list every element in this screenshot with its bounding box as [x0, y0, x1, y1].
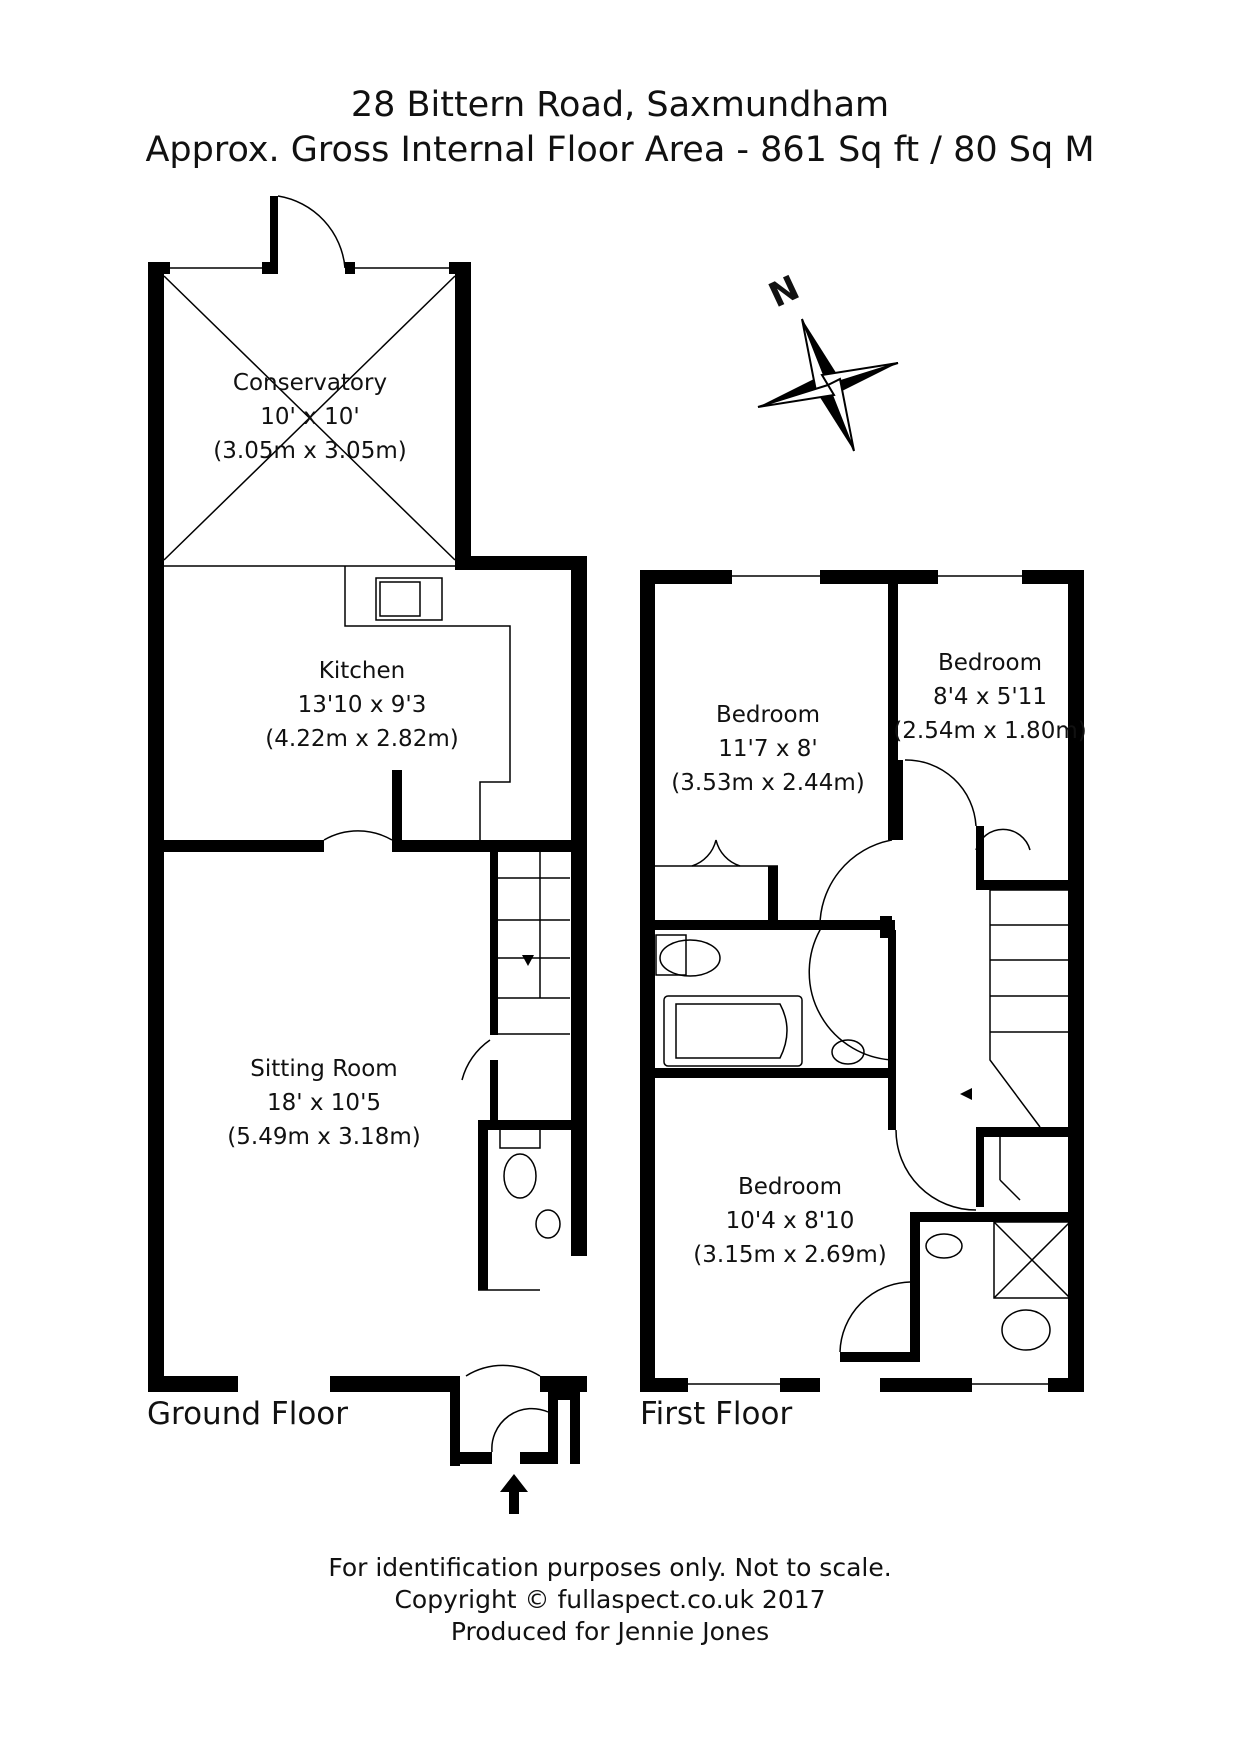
footer-copyright: Copyright © fullaspect.co.uk 2017: [394, 1585, 826, 1614]
ground-floor-label: Ground Floor: [147, 1396, 349, 1432]
room-name: Conservatory: [232, 370, 388, 396]
first-right-wall: [1068, 570, 1084, 1392]
footer-notes: For identification purposes only. Not to…: [0, 1552, 1220, 1648]
room-size-metric: (4.22m x 2.82m): [265, 726, 459, 752]
conservatory-right-wall: [455, 262, 471, 562]
first-floor-label: First Floor: [640, 1396, 793, 1432]
room-size-imperial: 11'7 x 8': [718, 736, 818, 762]
room-label-conservatory: Conservatory 10' x 10' (3.05m x 3.05m): [213, 366, 406, 468]
address-title: 28 Bittern Road, Saxmundham: [350, 85, 890, 125]
room-name: Sitting Room: [250, 1056, 398, 1082]
room-label-bedroom-3: Bedroom 10'4 x 8'10 (3.15m x 2.69m): [693, 1170, 886, 1272]
floor-area-subtitle: Approx. Gross Internal Floor Area - 861 …: [145, 130, 1095, 170]
room-label-kitchen: Kitchen 13'10 x 9'3 (4.22m x 2.82m): [265, 654, 458, 756]
room-name: Bedroom: [737, 1174, 843, 1200]
room-label-sitting-room: Sitting Room 18' x 10'5 (5.49m x 3.18m): [227, 1052, 420, 1154]
footer-disclaimer: For identification purposes only. Not to…: [328, 1553, 892, 1582]
first-left-wall: [640, 570, 655, 1392]
compass-rose-icon: [757, 318, 899, 452]
room-label-bedroom-1: Bedroom 11'7 x 8' (3.53m x 2.44m): [671, 698, 864, 800]
room-size-imperial: 13'10 x 9'3: [297, 692, 427, 718]
room-size-imperial: 10' x 10': [260, 404, 360, 430]
room-size-metric: (2.54m x 1.80m): [893, 718, 1087, 744]
room-label-bedroom-2: Bedroom 8'4 x 5'11 (2.54m x 1.80m): [893, 646, 1086, 748]
ground-left-wall: [148, 262, 164, 1392]
room-size-imperial: 10'4 x 8'10: [725, 1208, 855, 1234]
room-size-imperial: 8'4 x 5'11: [932, 684, 1048, 710]
room-size-imperial: 18' x 10'5: [266, 1090, 382, 1116]
room-size-metric: (3.15m x 2.69m): [693, 1242, 887, 1268]
room-name: Bedroom: [937, 650, 1043, 676]
room-name: Bedroom: [715, 702, 821, 728]
room-size-metric: (3.53m x 2.44m): [671, 770, 865, 796]
room-size-metric: (5.49m x 3.18m): [227, 1124, 421, 1150]
room-size-metric: (3.05m x 3.05m): [213, 438, 407, 464]
footer-produced-for: Produced for Jennie Jones: [450, 1617, 770, 1646]
room-name: Kitchen: [318, 658, 406, 684]
